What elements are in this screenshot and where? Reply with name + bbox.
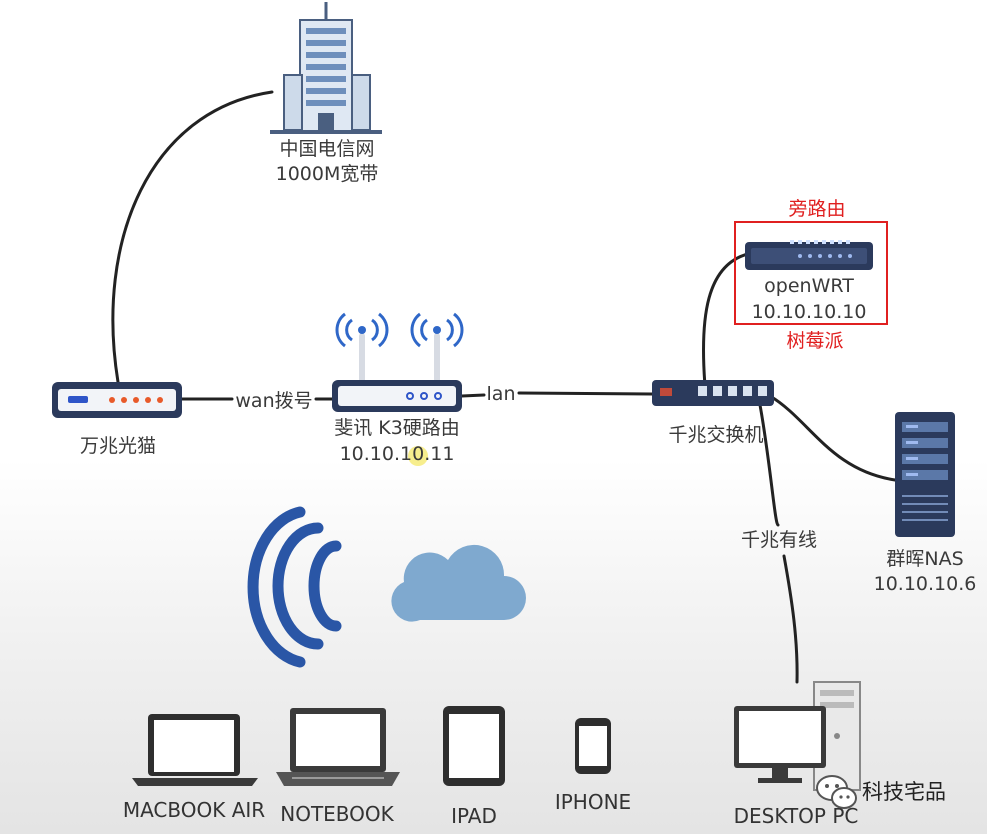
modem-label: 万兆光猫 bbox=[79, 435, 157, 457]
building-icon bbox=[270, 2, 382, 134]
openwrt-label-line1: openWRT bbox=[764, 275, 854, 297]
switch-label: 千兆交换机 bbox=[668, 424, 764, 446]
nas-label-line2: 10.10.10.6 bbox=[873, 573, 977, 595]
link-switch-openwrt bbox=[701, 251, 754, 388]
link-switch-wired-top bbox=[758, 403, 780, 527]
router-label-line1: 斐讯 K3硬路由 bbox=[334, 417, 460, 439]
link-router-lan-left bbox=[460, 393, 486, 398]
wired-link-label: 千兆有线 bbox=[740, 529, 818, 551]
tablet-icon bbox=[443, 706, 505, 786]
nas-label-line1: 群晖NAS bbox=[886, 548, 964, 570]
openwrt-device-icon bbox=[745, 240, 873, 270]
isp-label-line1: 中国电信网 bbox=[279, 138, 375, 160]
iphone-label: IPHONE bbox=[554, 790, 632, 814]
cursor-highlight bbox=[408, 446, 428, 466]
openwrt-label-line2: 10.10.10.10 bbox=[751, 301, 867, 323]
desktop-label: DESKTOP PC bbox=[733, 804, 859, 828]
link-wired-desktop bbox=[782, 554, 799, 684]
modem-icon bbox=[52, 382, 182, 418]
switch-icon bbox=[652, 380, 774, 406]
openwrt-role-label: 旁路由 bbox=[788, 198, 846, 220]
router-label-line2: 10.10.10.11 bbox=[339, 443, 455, 465]
wifi-signal-icon bbox=[247, 506, 342, 668]
watermark-text: 科技宅品 bbox=[862, 780, 946, 804]
nas-server-icon bbox=[895, 412, 955, 537]
isp-label-line2: 1000M宽带 bbox=[275, 163, 379, 185]
notebook-icon bbox=[276, 708, 400, 786]
router-icon bbox=[332, 312, 464, 412]
macbook-icon bbox=[132, 714, 258, 786]
macbook-label: MACBOOK AIR bbox=[122, 798, 266, 822]
openwrt-hardware-label: 树莓派 bbox=[786, 330, 844, 352]
ipad-label: IPAD bbox=[451, 804, 497, 828]
phone-icon bbox=[575, 718, 611, 774]
wechat-icon bbox=[816, 775, 857, 809]
connections bbox=[111, 90, 897, 684]
wan-link-label: wan拨号 bbox=[235, 390, 313, 412]
openwrt-highlight-box bbox=[734, 221, 888, 325]
link-switch-nas bbox=[768, 394, 897, 482]
cloud-icon bbox=[391, 544, 526, 622]
link-isp-modem bbox=[111, 90, 274, 384]
desktop-pc-icon bbox=[734, 681, 861, 791]
lan-link-label: lan bbox=[486, 383, 516, 405]
notebook-label: NOTEBOOK bbox=[280, 802, 394, 826]
link-router-switch bbox=[517, 391, 654, 396]
